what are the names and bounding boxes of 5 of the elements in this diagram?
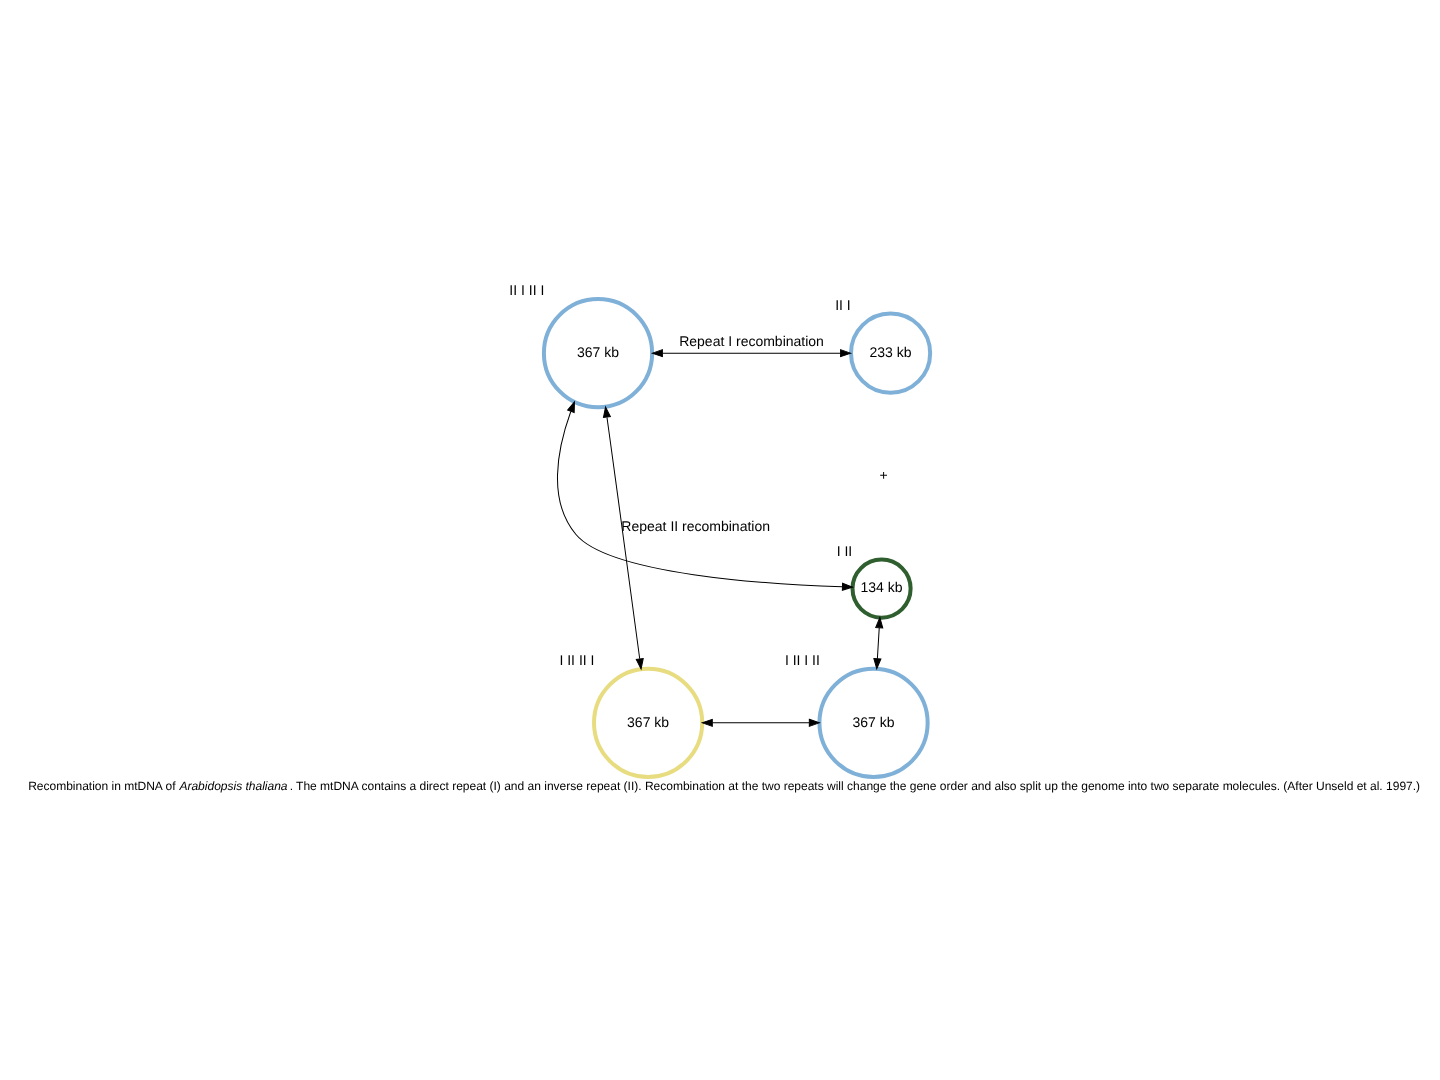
arrow (701, 717, 820, 726)
arrow (557, 400, 853, 590)
arrow (873, 616, 884, 669)
arrow (651, 348, 852, 357)
arrow (602, 405, 644, 669)
